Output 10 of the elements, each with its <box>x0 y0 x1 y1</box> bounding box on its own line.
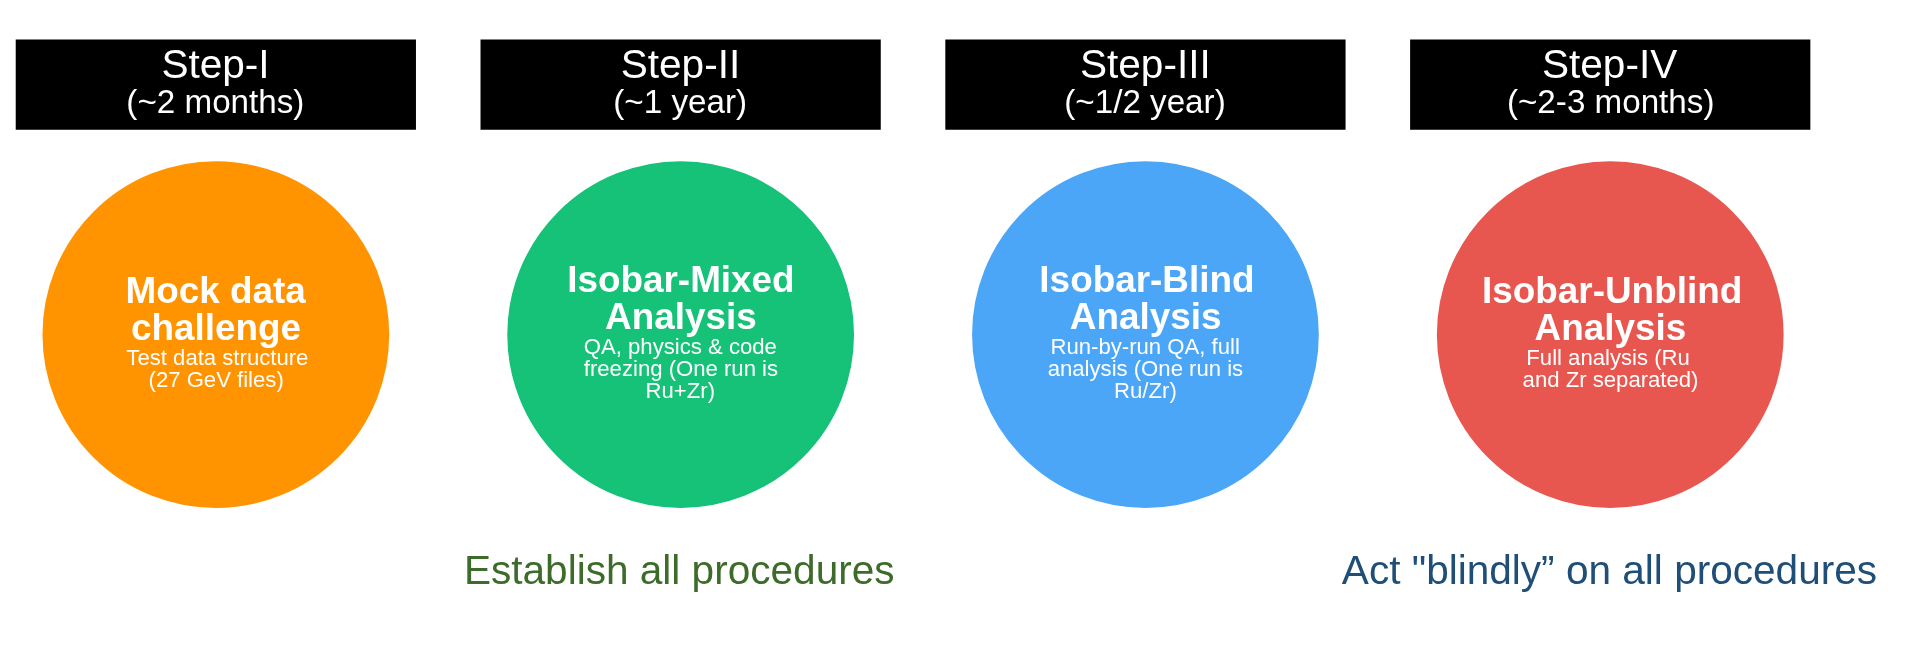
node-label: Step-I <box>161 40 270 87</box>
node-label: Step-II <box>620 40 741 87</box>
node-circle: Isobar-Unblind Analysis Full analysis (Ru and Zr separated) <box>1436 160 1784 508</box>
node-circle: Isobar-Blind Analysis Run-by-run QA, full analysis (One run is Ru/Zr) <box>972 160 1319 508</box>
node-label: Step-III <box>1079 40 1211 87</box>
node-label: Step-IV <box>1541 40 1678 87</box>
node-circle: Mock data challenge Test data structure (27 GeV files) <box>42 160 390 508</box>
label: Act "blindly” on all procedures <box>1341 546 1878 593</box>
node-circle: Isobar-Mixed Analysis QA, physics & code freezing (One run is Ru+Zr) <box>507 160 854 508</box>
label: Establish all procedures <box>463 546 895 593</box>
